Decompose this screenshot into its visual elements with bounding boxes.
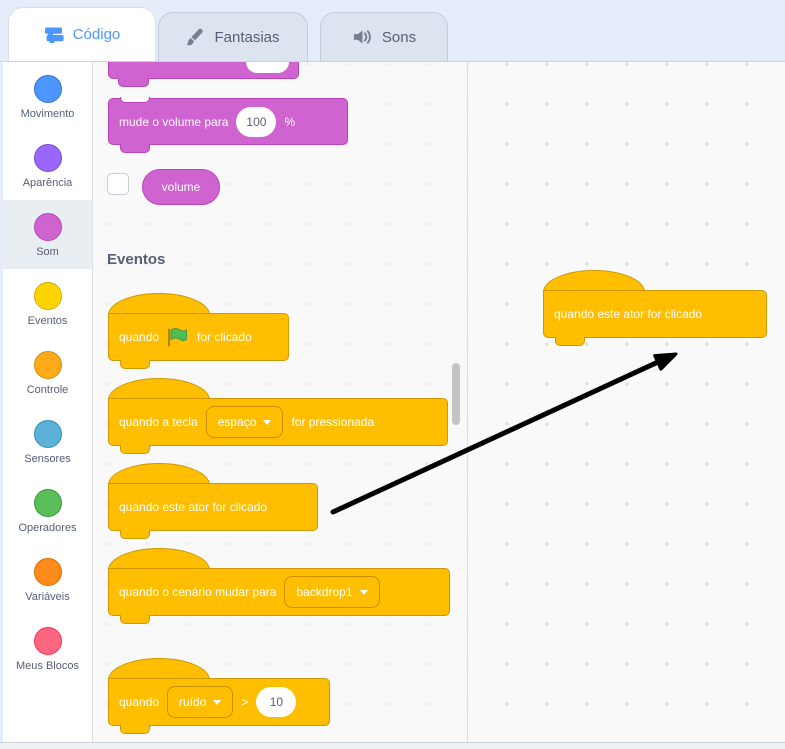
- sidebar-item-controle[interactable]: Controle: [3, 338, 92, 407]
- speaker-icon: [352, 28, 373, 46]
- category-color-dot: [33, 351, 62, 379]
- volume-value-input[interactable]: 100: [236, 106, 277, 137]
- block-label: mude o volume para: [119, 114, 229, 129]
- block-shape: [108, 378, 210, 400]
- block-shape: [108, 658, 210, 680]
- tab-costumes-label: Fantasias: [214, 28, 280, 46]
- block-unit-label: %: [284, 114, 296, 129]
- block-shape: [120, 445, 150, 454]
- block-shape: [120, 144, 150, 153]
- sidebar-item-meus-blocos[interactable]: Meus Blocos: [3, 614, 92, 683]
- block-when-backdrop-switches[interactable]: quando o cenário mudar para backdrop1: [108, 548, 450, 624]
- category-color-dot: [33, 282, 62, 310]
- category-color-dot: [33, 420, 62, 448]
- script-canvas[interactable]: quando este ator for clicado: [467, 62, 785, 742]
- block-when-sprite-clicked[interactable]: quando este ator for clicado: [108, 463, 318, 539]
- key-dropdown[interactable]: espaço: [205, 406, 284, 438]
- operator-label: >: [241, 695, 249, 709]
- chevron-down-icon: [213, 699, 222, 705]
- block-shape: [120, 725, 150, 734]
- paintbrush-icon: [186, 28, 205, 47]
- editor-body: Movimento Aparência Som Eventos Controle…: [0, 62, 785, 742]
- sidebar-item-sensores[interactable]: Sensores: [3, 407, 92, 476]
- category-color-dot: [33, 627, 62, 655]
- category-color-dot: [33, 558, 62, 586]
- block-shape: [246, 62, 289, 73]
- block-shape: [555, 337, 585, 346]
- palette-section-header: Eventos: [107, 251, 166, 268]
- block-shape: [108, 548, 210, 570]
- chevron-down-icon: [359, 589, 368, 595]
- placed-block-when-sprite-clicked[interactable]: quando este ator for clicado: [543, 270, 767, 346]
- block-shape: [118, 78, 149, 87]
- tab-code-label: Código: [72, 26, 121, 43]
- chevron-down-icon: [263, 419, 272, 425]
- block-shape: [120, 615, 150, 624]
- block-partial-sound[interactable]: [108, 62, 299, 87]
- green-flag-icon: [167, 327, 189, 347]
- bottom-edge: [0, 742, 785, 749]
- category-sidebar: Movimento Aparência Som Eventos Controle…: [3, 62, 93, 742]
- backdrop-dropdown[interactable]: backdrop1: [284, 576, 380, 608]
- tab-bar: Código Fantasias Sons: [0, 0, 785, 62]
- tab-costumes[interactable]: Fantasias: [158, 12, 308, 61]
- block-palette[interactable]: mude o volume para 100 % volume Eventos …: [93, 62, 467, 742]
- category-color-dot: [33, 489, 62, 517]
- block-when-key-pressed[interactable]: quando a tecla espaço for pressionada: [108, 378, 448, 454]
- sidebar-item-movimento[interactable]: Movimento: [3, 62, 92, 131]
- loudness-dropdown[interactable]: ruído: [167, 686, 234, 718]
- block-when-loudness[interactable]: quando ruído > 10: [108, 658, 330, 734]
- block-shape: [120, 530, 150, 539]
- block-shape: [120, 360, 150, 369]
- sidebar-item-operadores[interactable]: Operadores: [3, 476, 92, 545]
- sidebar-item-eventos[interactable]: Eventos: [3, 269, 92, 338]
- block-shape: [543, 270, 645, 292]
- category-color-dot: [33, 75, 62, 103]
- block-set-volume[interactable]: mude o volume para 100 %: [108, 97, 348, 153]
- loudness-value-input[interactable]: 10: [256, 687, 297, 717]
- volume-monitor-checkbox[interactable]: [107, 173, 129, 195]
- category-color-dot: [33, 144, 62, 172]
- block-shape: [120, 97, 150, 103]
- category-color-dot: [33, 213, 62, 241]
- sidebar-item-aparencia[interactable]: Aparência: [3, 131, 92, 200]
- sidebar-item-som[interactable]: Som: [3, 200, 92, 269]
- tab-sounds[interactable]: Sons: [320, 12, 448, 61]
- tab-code[interactable]: Código: [8, 7, 156, 61]
- palette-scrollbar-thumb[interactable]: [452, 363, 460, 425]
- tab-sounds-label: Sons: [381, 28, 417, 46]
- sidebar-item-variaveis[interactable]: Variáveis: [3, 545, 92, 614]
- block-shape: [108, 463, 210, 485]
- block-shape: [108, 293, 210, 315]
- block-when-flag-clicked[interactable]: quando for clicado: [108, 293, 289, 369]
- block-volume-reporter[interactable]: volume: [142, 169, 220, 205]
- code-blocks-icon: [44, 25, 64, 44]
